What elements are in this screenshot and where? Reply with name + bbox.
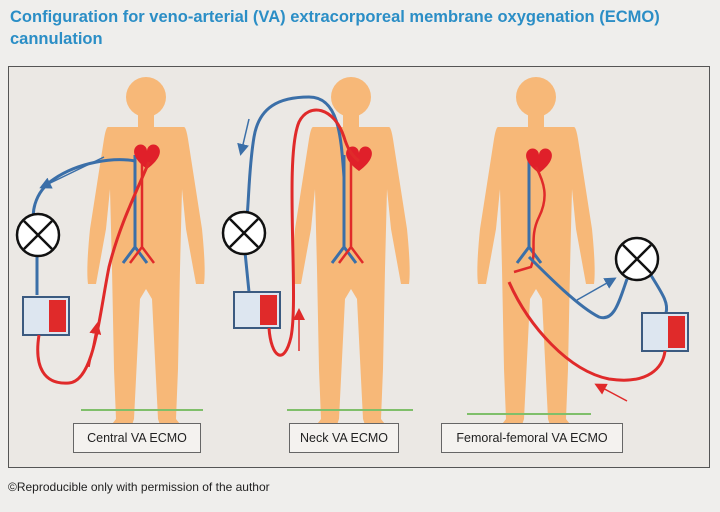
venous-flow-arrow-femoral xyxy=(576,277,617,301)
diagram-title: Configuration for veno-arterial (VA) ext… xyxy=(10,8,660,48)
venous-flow-arrow-central xyxy=(39,156,105,189)
femoral-ecmo-figure xyxy=(467,77,689,437)
neck-ecmo-figure xyxy=(221,77,413,437)
ecmo-diagram xyxy=(15,77,689,437)
label-femoral-va-ecmo: Femoral-femoral VA ECMO xyxy=(441,423,623,453)
arterial-flow-arrow-central xyxy=(88,322,102,368)
central-ecmo-figure xyxy=(15,77,205,437)
arterial-flow-arrow-femoral xyxy=(594,383,628,402)
body-silhouette-central xyxy=(87,77,205,437)
venous-flow-arrow-neck xyxy=(237,118,250,156)
label-central-va-ecmo: Central VA ECMO xyxy=(73,423,201,453)
copyright-notice: ©Reproducible only with permission of th… xyxy=(8,480,270,494)
diagram-panel: Central VA ECMO Neck VA ECMO Femoral-fem… xyxy=(8,66,710,468)
label-neck-va-ecmo: Neck VA ECMO xyxy=(289,423,399,453)
